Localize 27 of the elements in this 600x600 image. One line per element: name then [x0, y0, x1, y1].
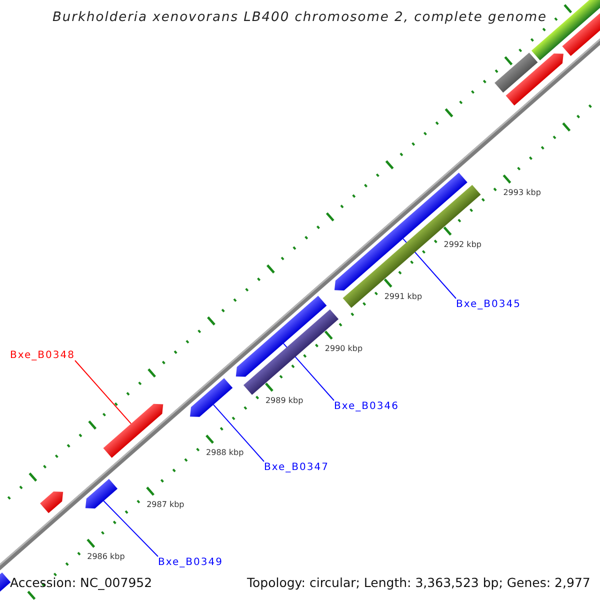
- leader-line: [74, 360, 132, 424]
- gene-feature: [506, 54, 564, 106]
- tick-label: 2993 kbp: [503, 188, 541, 197]
- gene-feature: [85, 478, 118, 508]
- tick-label: 2990 kbp: [324, 344, 363, 353]
- gene-label: Bxe_B0349: [158, 556, 223, 568]
- title: Burkholderia xenovorans LB400 chromosome 2, complete genome: [52, 10, 548, 25]
- tick-label: 2992 kbp: [444, 240, 482, 249]
- gene-label: Bxe_B0348: [10, 350, 75, 360]
- gene-label: Bxe_B0347: [264, 462, 329, 472]
- gene-label: Bxe_B0345: [456, 298, 521, 310]
- tick-label: 2986 kbp: [87, 552, 125, 561]
- leader-line: [212, 404, 264, 462]
- gene-feature: [40, 492, 64, 514]
- gene-feature: [334, 172, 468, 290]
- tick-label: 2991 kbp: [384, 292, 422, 301]
- tick-label: 2989 kbp: [265, 396, 304, 405]
- gene-feature: [103, 404, 164, 458]
- gene-label: Bxe_B0346: [334, 400, 399, 412]
- tick-label: 2988 kbp: [206, 448, 244, 457]
- gene-feature: [190, 378, 233, 417]
- leader-line: [103, 500, 158, 557]
- accession-text: Accession: NC_007952: [10, 574, 152, 590]
- summary-text: Topology: circular; Length: 3,363,523 bp; Genes: 2,977: [247, 574, 590, 590]
- feature-bar: [494, 52, 538, 93]
- tick-label: 2987 kbp: [146, 500, 184, 509]
- gene-feature: [236, 296, 327, 377]
